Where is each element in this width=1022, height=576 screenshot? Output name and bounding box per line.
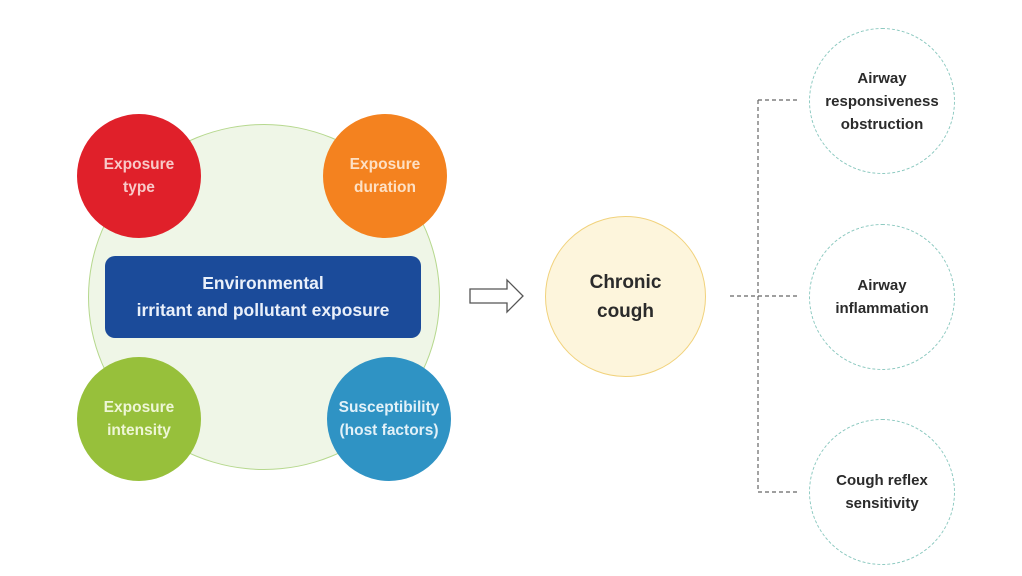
chronic-cough-node: Chronic cough <box>545 216 706 377</box>
cough-reflex-sensitivity-node: Cough reflex sensitivity <box>809 419 955 565</box>
mechanism-2-line2: inflammation <box>835 300 929 317</box>
mechanism-1-line3: obstruction <box>840 115 924 133</box>
mechanism-3-line1: Cough reflex <box>836 472 928 489</box>
airway-inflammation-node: Airway inflammation <box>809 224 955 370</box>
exposure-intensity-node: Exposure intensity <box>77 357 201 481</box>
airway-responsiveness-node: Airway responsiveness obstruction <box>809 28 955 174</box>
central-box-line2: irritant and pollutant exposure <box>136 300 390 320</box>
hollow-right-arrow-icon <box>469 278 524 314</box>
mechanism-2-line1: Airway <box>857 277 907 294</box>
susceptibility-node: Susceptibility (host factors) <box>327 357 451 481</box>
exposure-type-node: Exposure type <box>77 114 201 238</box>
central-box-line1: Environmental <box>202 273 324 293</box>
mechanism-1-line1: Airway <box>857 69 907 87</box>
exposure-intensity-line2: intensity <box>107 422 171 439</box>
mechanism-1-line2: responsiveness <box>825 92 939 110</box>
exposure-intensity-line1: Exposure <box>103 399 175 416</box>
environmental-exposure-box: Environmental irritant and pollutant exp… <box>105 256 421 338</box>
susceptibility-line2: (host factors) <box>339 422 439 439</box>
exposure-duration-line1: Exposure <box>349 156 421 173</box>
exposure-duration-line2: duration <box>353 179 416 196</box>
chronic-cough-line1: Chronic <box>589 271 662 293</box>
exposure-duration-node: Exposure duration <box>323 114 447 238</box>
chronic-cough-line2: cough <box>597 300 654 322</box>
exposure-type-line1: Exposure <box>103 156 175 173</box>
exposure-type-line2: type <box>123 179 155 196</box>
susceptibility-line1: Susceptibility <box>338 399 440 416</box>
mechanism-3-line2: sensitivity <box>845 495 919 512</box>
